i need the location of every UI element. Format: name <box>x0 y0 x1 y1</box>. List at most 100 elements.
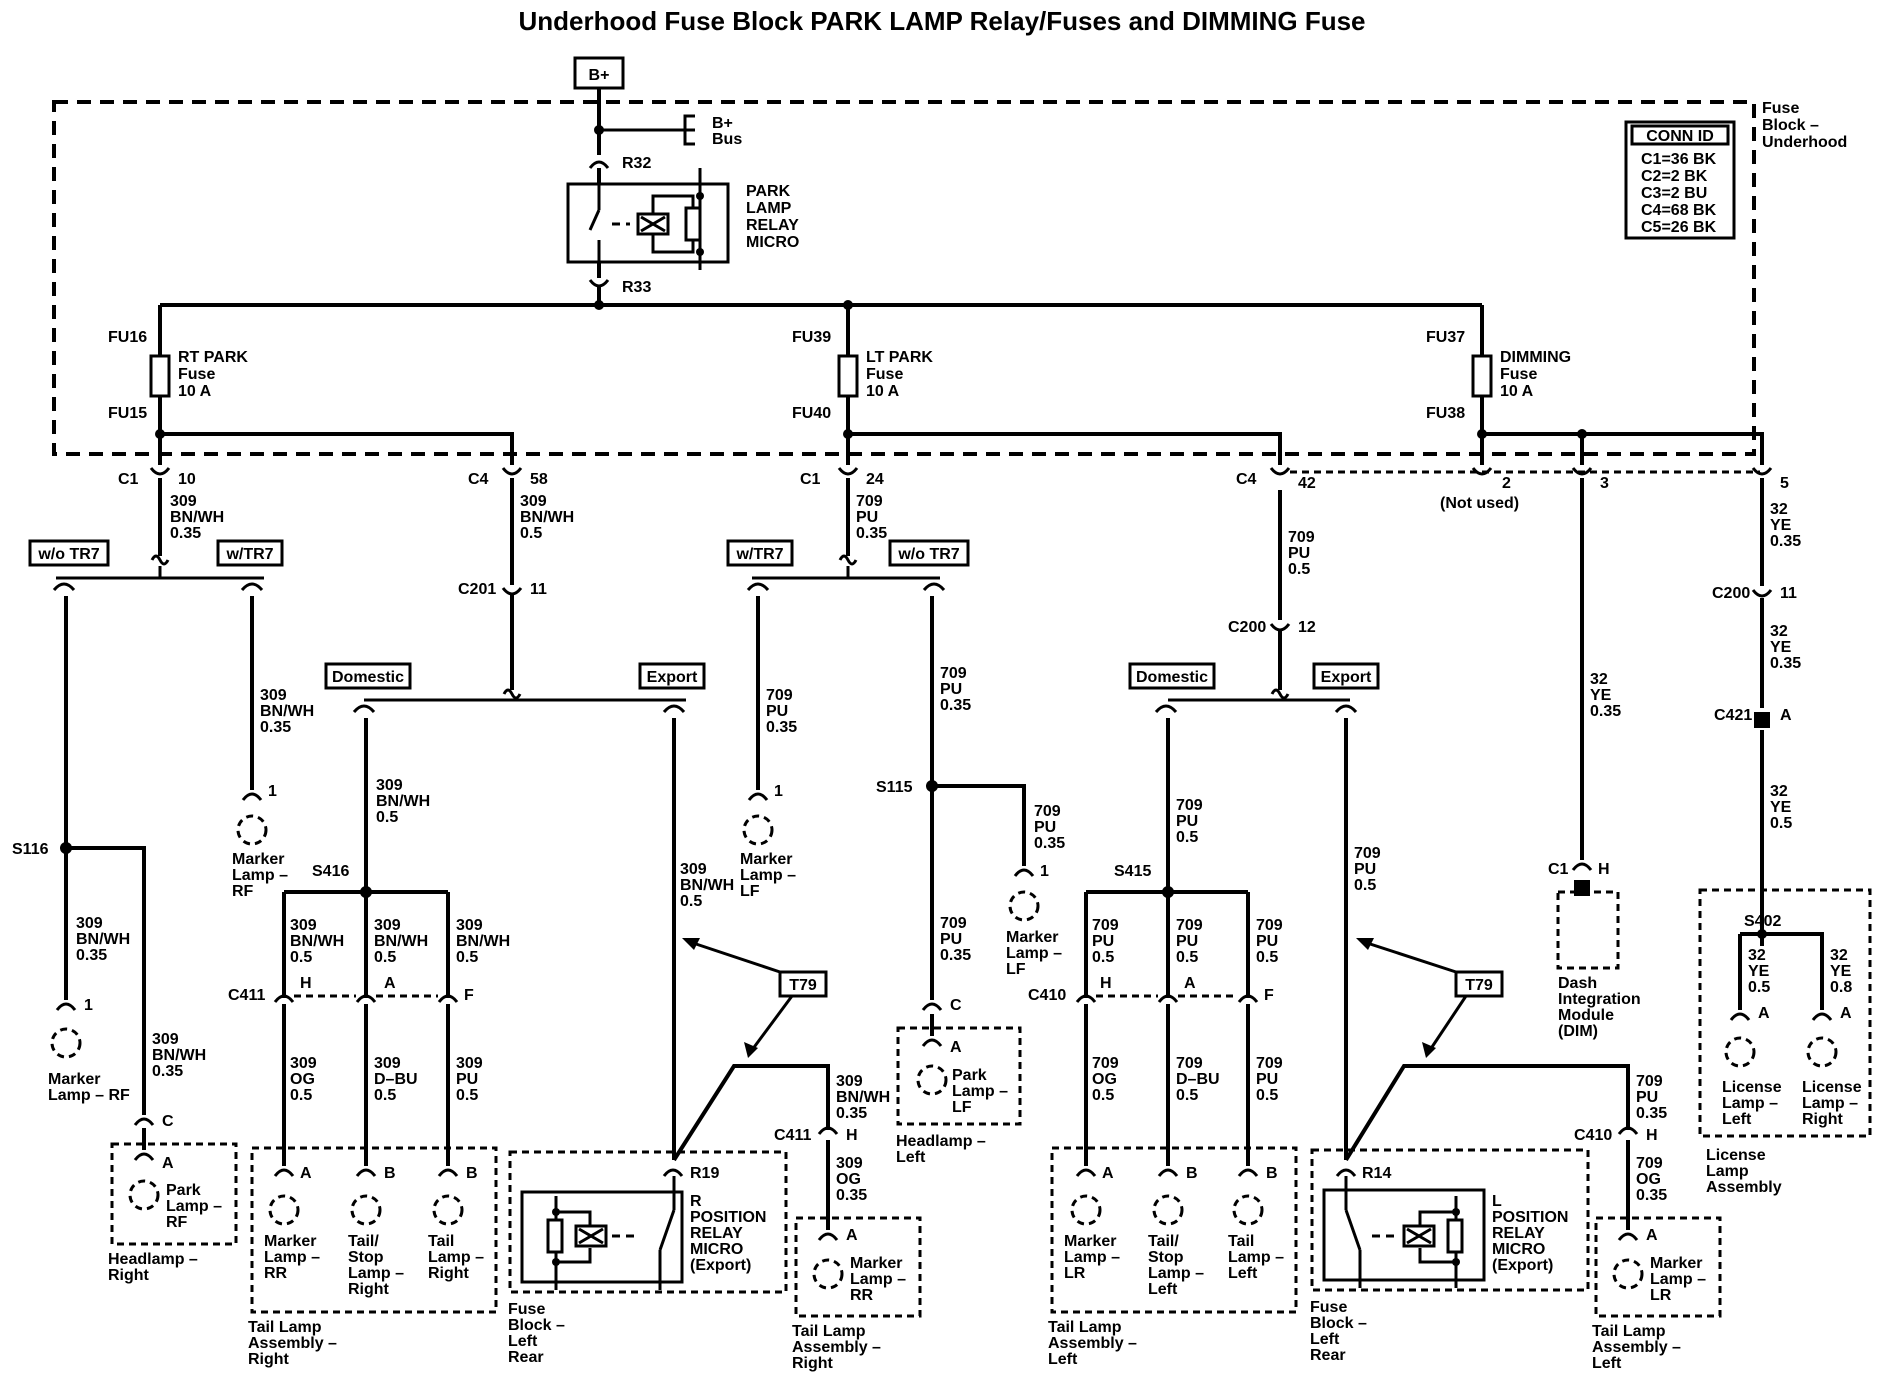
comp-label: Lamp – <box>348 1265 404 1282</box>
comp-label: LR <box>1064 1265 1086 1282</box>
assembly-label: Block – <box>508 1317 565 1334</box>
wire-num: 309 <box>170 493 197 510</box>
wire-color: OG <box>1636 1171 1661 1188</box>
pin: 12 <box>1298 619 1316 636</box>
pin: 5 <box>1780 475 1789 492</box>
wire-color: D–BU <box>374 1071 418 1088</box>
assembly-label: Right <box>792 1355 834 1372</box>
fuse-block-label-2: Block – <box>1762 117 1819 134</box>
license-lamp-left <box>1724 1036 1756 1068</box>
assembly-label: Rear <box>508 1349 544 1366</box>
conn-c1: C1 <box>118 471 139 488</box>
wire-gauge: 0.35 <box>1636 1105 1667 1122</box>
comp-label: Module <box>1558 1007 1614 1024</box>
comp-label: Marker <box>48 1071 100 1088</box>
conn-id-row: C3=2 BU <box>1641 185 1707 202</box>
option-w-tr7-label: w/TR7 <box>735 546 783 563</box>
wire-gauge: 0.5 <box>456 949 478 966</box>
wire-gauge: 0.5 <box>456 1087 478 1104</box>
comp-label: Right <box>348 1281 390 1298</box>
pin: B <box>1266 1165 1278 1182</box>
pin: 3 <box>1600 475 1609 492</box>
wire-gauge: 0.5 <box>376 809 398 826</box>
fuse-lt-label: Fuse <box>866 366 903 383</box>
bplus-bus: B+ Bus <box>594 88 742 155</box>
conn-c1: C1 <box>1548 861 1569 878</box>
pin: H <box>1100 975 1112 992</box>
wire-num: 709 <box>1176 917 1203 934</box>
comp-label: Tail/ <box>348 1233 379 1250</box>
comp-label: Marker <box>1006 929 1058 946</box>
conn-id-row: C5=26 BK <box>1641 219 1717 236</box>
wire-gauge: 0.35 <box>1770 533 1801 550</box>
wire-num: 309 <box>76 915 103 932</box>
wire-gauge: 0.5 <box>290 1087 312 1104</box>
wire-color: D–BU <box>1176 1071 1220 1088</box>
pin: F <box>464 987 474 1004</box>
wire-gauge: 0.35 <box>76 947 107 964</box>
wire-gauge: 0.35 <box>940 947 971 964</box>
marker-lamp-rf <box>50 1027 82 1059</box>
wire-gauge: 0.5 <box>680 893 702 910</box>
assembly-label: Right <box>248 1351 290 1368</box>
marker-lamp-rr-2 <box>812 1258 844 1290</box>
conn-c4: C4 <box>468 471 489 488</box>
option-w-tr7-label: w/TR7 <box>225 546 273 563</box>
fuse-rt-label: RT PARK <box>178 349 248 366</box>
headlamp-left-assembly <box>896 1026 1022 1126</box>
wire-num: 709 <box>1092 917 1119 934</box>
t79-label: T79 <box>789 977 817 994</box>
pin: H <box>300 975 312 992</box>
wire-num: 309 <box>260 687 287 704</box>
wire-color: BN/WH <box>376 793 430 810</box>
pin: F <box>1264 987 1274 1004</box>
comp-label: RF <box>232 883 254 900</box>
comp-label: Right <box>1802 1111 1844 1128</box>
comp-label: LR <box>1650 1287 1672 1304</box>
bus-label-2: Bus <box>712 131 742 148</box>
fuse-lt-top: FU39 <box>792 329 831 346</box>
option-export-label: Export <box>647 669 698 686</box>
wire-gauge: 0.5 <box>1092 1087 1114 1104</box>
wire-num: 309 <box>290 1055 317 1072</box>
comp-label: Lamp – <box>952 1083 1008 1100</box>
marker-lamp-lr <box>1070 1194 1102 1226</box>
wire-num: 309 <box>374 1055 401 1072</box>
wire-color: PU <box>1034 819 1056 836</box>
wire-gauge: 0.5 <box>374 949 396 966</box>
pin: H <box>1646 1127 1658 1144</box>
relay-label: (Export) <box>1492 1257 1553 1274</box>
marker-lamp-lf-tr7 <box>742 814 774 846</box>
conn-c421: C421 <box>1714 707 1752 724</box>
conn-c410: C410 <box>1028 987 1066 1004</box>
pin: A <box>1184 975 1196 992</box>
wire-gauge: 0.35 <box>836 1187 867 1204</box>
pin: H <box>846 1127 858 1144</box>
comp-label: Right <box>428 1265 470 1282</box>
assembly-label: Headlamp – <box>896 1133 986 1150</box>
comp-label: Tail <box>428 1233 454 1250</box>
fuse-block-left-rear-2 <box>1310 1148 1590 1292</box>
conn-c1: C1 <box>800 471 821 488</box>
comp-label: LF <box>1006 961 1026 978</box>
wire-num: 709 <box>1176 797 1203 814</box>
wire-num: 709 <box>1354 845 1381 862</box>
option-wo-tr7 <box>888 539 970 567</box>
pin: 24 <box>866 471 884 488</box>
option-wo-tr7-label: w/o TR7 <box>897 546 959 563</box>
comp-label: Left <box>1228 1265 1258 1282</box>
comp-label: Park <box>952 1067 987 1084</box>
option-w-tr7 <box>216 539 284 567</box>
tail-stop-lamp-left <box>1152 1194 1184 1226</box>
wire-num: 709 <box>940 665 967 682</box>
fuse-bus <box>158 300 1484 356</box>
fuse-dim-bottom: FU38 <box>1426 405 1465 422</box>
comp-label: RR <box>850 1287 874 1304</box>
bplus-label: B+ <box>589 67 610 84</box>
pin: A <box>1780 707 1792 724</box>
pin: A <box>1646 1227 1658 1244</box>
wire-color: OG <box>1092 1071 1117 1088</box>
fuse-lt-label: 10 A <box>866 383 900 400</box>
conn-id-header: CONN ID <box>1646 128 1714 145</box>
option-export <box>1312 662 1380 690</box>
